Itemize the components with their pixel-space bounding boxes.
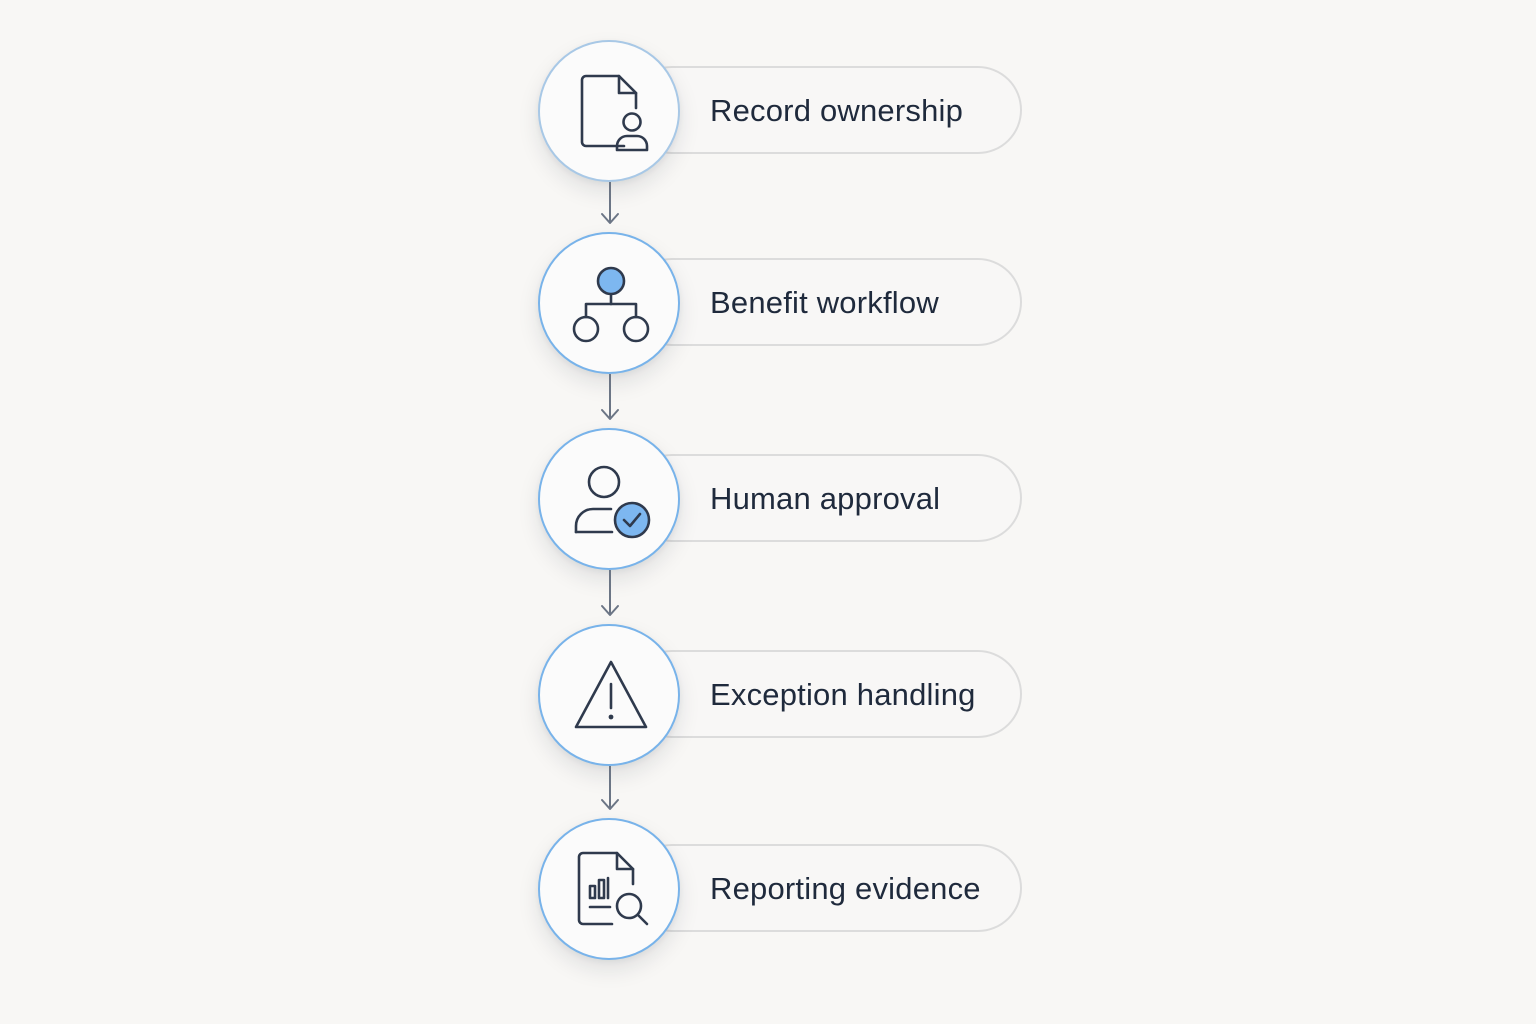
connector-arrow: [601, 570, 619, 616]
step-label: Benefit workflow: [710, 285, 939, 320]
step-exception-handling: Exception handling: [538, 624, 1024, 766]
step-node: [538, 40, 680, 182]
connector-arrow: [601, 766, 619, 810]
step-label: Reporting evidence: [710, 871, 981, 906]
step-label-pill: [628, 66, 1022, 154]
step-node: [538, 624, 680, 766]
connector-arrow: [601, 182, 619, 224]
step-label: Human approval: [710, 481, 941, 516]
step-benefit-workflow: Benefit workflow: [538, 232, 1024, 374]
workflow-hierarchy-icon: [572, 266, 650, 343]
user-check-icon: [574, 465, 651, 539]
document-user-icon: [580, 74, 649, 152]
step-node: [538, 428, 680, 570]
step-label-pill: [628, 258, 1022, 346]
step-human-approval: Human approval: [538, 428, 1024, 570]
step-label-pill: [628, 844, 1022, 932]
step-node: [538, 818, 680, 960]
report-search-icon: [577, 851, 649, 926]
step-reporting-evidence: Reporting evidence: [538, 818, 1024, 960]
step-record-ownership: Record ownership: [538, 40, 1024, 182]
warning-triangle-icon: [574, 660, 648, 729]
step-label-pill: [628, 454, 1022, 542]
step-label: Record ownership: [710, 93, 964, 128]
step-label: Exception handling: [710, 677, 976, 712]
step-label-pill: [628, 650, 1022, 738]
connector-arrow: [601, 374, 619, 420]
step-node: [538, 232, 680, 374]
